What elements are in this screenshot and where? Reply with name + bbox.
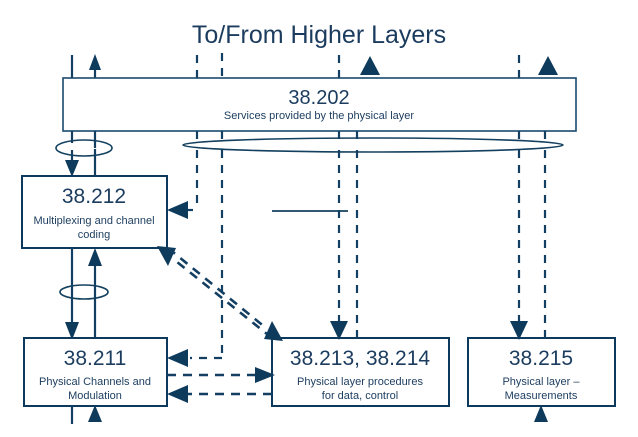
connector-38213-to-higher-up-arrow: [360, 56, 380, 75]
connector-dashed-197-to-38212: [167, 150, 199, 219]
box-38211[interactable]: 38.211 Physical Channels and Modulation: [23, 337, 168, 407]
connector-38211-to-38212-up: [88, 248, 102, 338]
box-38215[interactable]: 38.215 Physical layer – Measurements: [467, 337, 616, 407]
connector-38215-to-higher-up-arrow: [538, 56, 558, 75]
box-38212-description-line2: coding: [78, 229, 110, 241]
connector-38202-to-38212-down: [65, 150, 79, 177]
box-38213-number: 38.213, 38.214: [290, 347, 430, 370]
connector-38211-to-38213-right: [167, 367, 275, 383]
connector-dashed-339-to-38213: [330, 150, 348, 340]
connector-diagonal-to-38212: [157, 246, 273, 340]
connector-dashed-222-to-38211: [167, 150, 224, 367]
box-38202-number: 38.202: [288, 87, 349, 109]
box-38211-description-line1: Physical Channels and: [39, 376, 151, 388]
connector-38202-bottom-stubs: [70, 131, 547, 148]
box-38215-description-line2: Measurements: [505, 390, 578, 402]
box-38202-description: Services provided by the physical layer: [224, 110, 414, 122]
box-38215-number: 38.215: [509, 347, 573, 370]
box-38212-description-line1: Multiplexing and channel: [33, 215, 154, 227]
ellipse-left-small: [55, 139, 113, 157]
box-38211-description-line2: Modulation: [68, 390, 122, 402]
box-38211-number: 38.211: [64, 347, 127, 370]
connector-dashed-519-to-38215: [510, 150, 528, 340]
connector-38211-bottom-up-arrow: [88, 405, 102, 422]
ellipse-mid-small: [59, 284, 109, 300]
connector-38212-to-38211-down: [65, 248, 79, 340]
box-38213-description-line2: for data, control: [322, 390, 398, 402]
ellipse-large-flat: [182, 137, 564, 153]
box-38212-number: 38.212: [62, 185, 126, 208]
box-38215-description-line1: Physical layer –: [502, 376, 580, 388]
diagram-title: To/From Higher Layers: [192, 21, 446, 49]
box-38202[interactable]: 38.202 Services provided by the physical…: [62, 77, 577, 132]
connector-38202-to-higher-up: [89, 54, 101, 79]
box-38213-38214[interactable]: 38.213, 38.214 Physical layer procedures…: [271, 337, 450, 407]
connector-38213-to-38211-left: [167, 385, 272, 403]
connector-diagonal-to-38213: [167, 246, 283, 341]
box-38212[interactable]: 38.212 Multiplexing and channel coding: [21, 175, 168, 249]
box-38213-description-line1: Physical layer procedures: [297, 376, 423, 388]
connector-38215-bottom-up-arrow: [534, 405, 548, 422]
